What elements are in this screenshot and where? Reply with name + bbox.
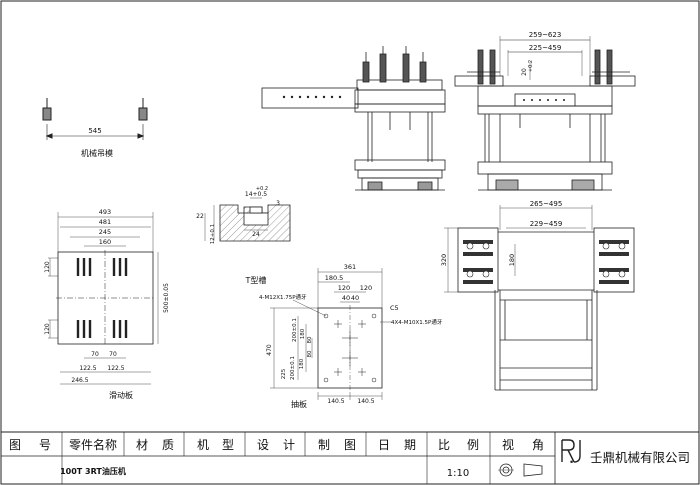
hanger-dim-545: 545 <box>88 127 101 135</box>
tb-h-0: 图 <box>9 438 21 452</box>
front-dim-20: 20 <box>521 68 528 76</box>
tb-scale: 1:10 <box>447 468 469 479</box>
platen-dim-246-5: 246.5 <box>71 377 88 384</box>
platen-caption: 滑动板 <box>109 390 133 400</box>
projection-angle-icon <box>498 463 543 477</box>
tb-h-15: 视 <box>502 437 514 452</box>
tslot-dim-3: 3 <box>276 200 280 207</box>
platen-dim-500: 500±0.05 <box>163 283 170 313</box>
pull-caption: 抽板 <box>291 399 307 409</box>
tb-h-16: 角 <box>532 438 544 452</box>
pull-note-m10: 4X4-M10X1.5P通牙 <box>391 318 443 326</box>
platen-dim-70a: 70 <box>91 351 99 358</box>
tslot-dim-24: 24 <box>252 231 260 238</box>
title-block: 图 号 零件名称 材 质 机 型 设 计 制 图 日 期 比 例 视 角 100… <box>0 431 700 485</box>
tb-h-14: 例 <box>467 438 479 452</box>
tslot-dim-14-tol: +0.2 <box>256 186 268 192</box>
front-dim-20-tol: +0.2 <box>528 60 534 72</box>
front-elevation-view <box>261 46 446 191</box>
pull-dim-225: 225 <box>281 368 287 379</box>
hanger-caption: 机械吊模 <box>81 148 113 158</box>
tb-h-10: 图 <box>344 438 356 452</box>
platen-dim-120-bottom: 120 <box>44 323 51 335</box>
pull-chamfer-c5: C5 <box>390 304 399 312</box>
pull-dim-120b: 120 <box>360 284 372 292</box>
pull-dim-140-5b: 140.5 <box>357 398 374 405</box>
pull-dim-120a: 120 <box>338 284 350 292</box>
platen-dim-122-5a: 122.5 <box>79 365 96 372</box>
company-logo-text: RJ <box>571 461 573 463</box>
tslot-view <box>204 197 291 242</box>
tb-h-8: 计 <box>283 438 295 452</box>
tslot-caption: T型槽 <box>245 275 267 285</box>
pull-dim-180b: 180 <box>299 358 305 369</box>
tslot-dim-12: 12+0.1 <box>210 224 216 244</box>
pull-dim-40a: 40 <box>342 294 350 302</box>
hanger-view <box>42 98 148 140</box>
cyl-dim-265-495: 265~495 <box>530 200 563 208</box>
pull-dim-140-5a: 140.5 <box>327 398 344 405</box>
platen-dim-120-top: 120 <box>44 261 51 273</box>
side-elevation-view <box>454 36 636 191</box>
pull-dim-200b: 200±0.1 <box>290 356 296 380</box>
cyl-dim-229-459: 229~459 <box>530 220 563 228</box>
pull-dim-40b: 40 <box>351 294 359 302</box>
pull-note-m12: 4-M12X1.75P通牙 <box>259 293 307 301</box>
tb-h-4: 质 <box>162 438 174 452</box>
platen-dim-160: 160 <box>99 238 111 246</box>
company-logo: RJ <box>561 439 581 464</box>
tb-h-1: 号 <box>39 438 51 452</box>
pull-dim-80b: 80 <box>307 350 313 357</box>
platen-dim-70b: 70 <box>109 351 117 358</box>
tb-h-3: 材 <box>136 438 148 452</box>
platen-dim-245: 245 <box>99 228 111 236</box>
tslot-dim-22: 22 <box>196 213 204 220</box>
pull-dim-180-5: 180.5 <box>325 274 344 282</box>
tb-h-7: 设 <box>257 438 269 452</box>
pull-dim-180a: 180 <box>300 328 306 339</box>
pull-plate-view <box>270 268 392 400</box>
tb-company: 壬鼎机械有限公司 <box>590 450 690 465</box>
pull-dim-470: 470 <box>266 344 273 356</box>
tb-h-6: 型 <box>222 438 234 452</box>
tb-part-name: 100T 3RT油压机 <box>60 466 126 476</box>
platen-dim-481: 481 <box>99 218 111 226</box>
platen-dim-493: 493 <box>99 208 111 216</box>
pull-dim-361: 361 <box>344 263 356 271</box>
tb-h-5: 机 <box>197 438 209 452</box>
cylinder-frame-view <box>444 205 635 391</box>
tslot-dim-14: 14+0.5 <box>245 191 267 198</box>
platen-view <box>48 212 159 385</box>
platen-dim-122-5b: 122.5 <box>107 365 124 372</box>
cyl-dim-320: 320 <box>440 254 448 266</box>
pull-dim-80a: 80 <box>307 336 313 343</box>
front-dim-225-459: 225~459 <box>529 44 562 52</box>
pull-dim-200: 200±0.1 <box>292 318 298 342</box>
front-dim-259-623: 259~623 <box>529 31 562 39</box>
cyl-dim-180: 180 <box>508 254 516 266</box>
tb-h-2: 零件名称 <box>69 437 117 452</box>
tb-h-12: 期 <box>404 438 416 452</box>
tb-h-11: 日 <box>378 438 390 452</box>
tb-h-9: 制 <box>318 438 330 452</box>
tb-h-13: 比 <box>438 438 450 452</box>
